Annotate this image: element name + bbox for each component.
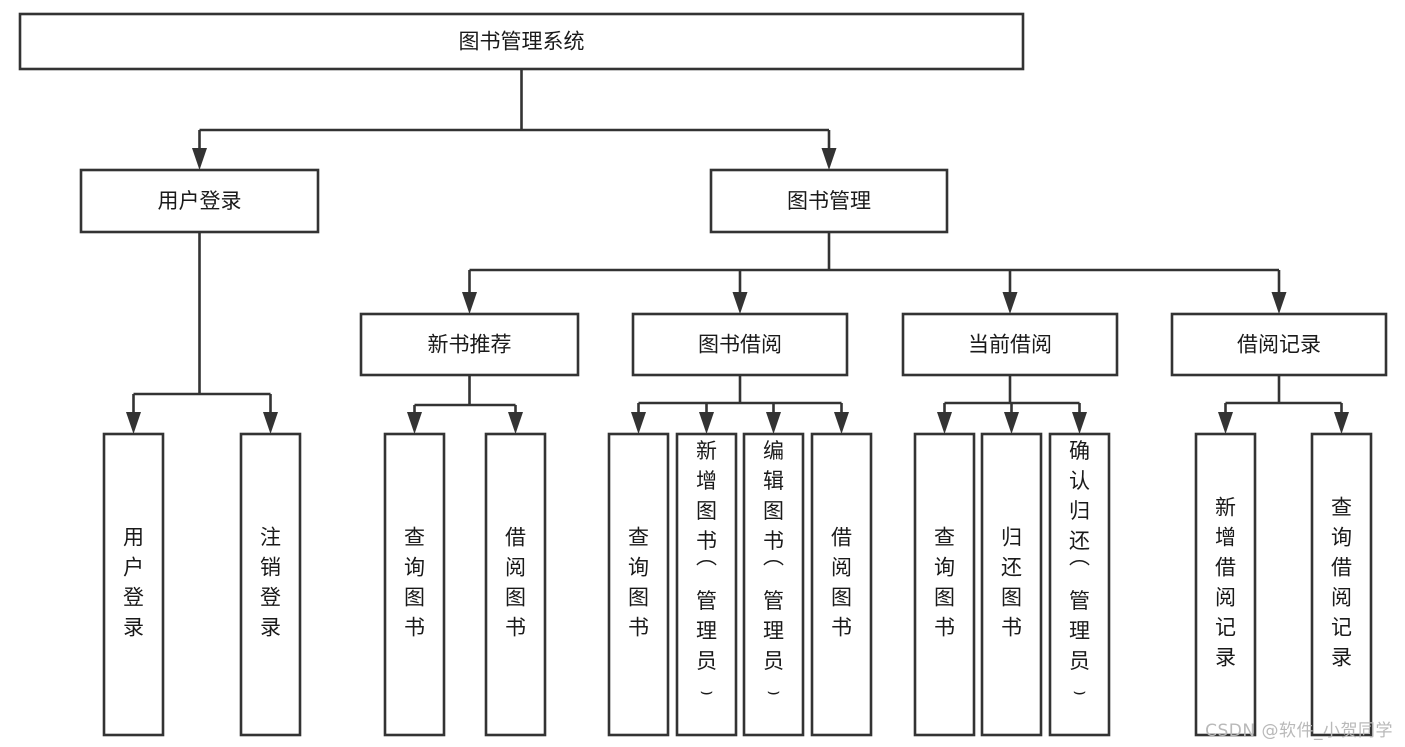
edge-group-bookmgmt bbox=[462, 232, 1287, 314]
edge-group-records bbox=[1218, 375, 1349, 434]
node-label: 查询图书 bbox=[404, 526, 425, 640]
edge-arrowhead bbox=[1334, 412, 1349, 434]
node-box[interactable] bbox=[742, 432, 805, 737]
node-label: 用户登录 bbox=[158, 189, 242, 213]
edge-arrowhead bbox=[937, 412, 952, 434]
node-leaf-current-1[interactable]: 查询图书 bbox=[913, 432, 976, 737]
node-box[interactable] bbox=[810, 432, 873, 737]
node-label: 新书推荐 bbox=[428, 333, 512, 357]
nodes-layer: 图书管理系统用户登录图书管理新书推荐图书借阅当前借阅借阅记录用户登录注销登录查询… bbox=[18, 12, 1388, 737]
node-leaf-current-2[interactable]: 归还图书 bbox=[980, 432, 1043, 737]
node-label: 借阅图书 bbox=[505, 526, 526, 640]
node-box[interactable] bbox=[383, 432, 446, 737]
edge-arrowhead bbox=[263, 412, 278, 434]
node-leaf-login-2[interactable]: 注销登录 bbox=[239, 432, 302, 737]
node-label: 归还图书 bbox=[1001, 526, 1022, 640]
node-box[interactable] bbox=[18, 12, 1025, 71]
node-box[interactable] bbox=[675, 432, 738, 737]
node-current[interactable]: 当前借阅 bbox=[901, 312, 1119, 377]
node-label: 新增图书⌒管理员⌣ bbox=[696, 439, 717, 703]
edge-arrowhead bbox=[1004, 412, 1019, 434]
edge-arrowhead bbox=[192, 148, 207, 170]
node-label: 注销登录 bbox=[260, 526, 281, 640]
node-box[interactable] bbox=[631, 312, 849, 377]
node-label: 图书管理系统 bbox=[459, 30, 585, 54]
node-box[interactable] bbox=[913, 432, 976, 737]
node-label: 确认归还⌒管理员⌣ bbox=[1069, 439, 1090, 703]
edges-layer bbox=[126, 69, 1349, 434]
node-box[interactable] bbox=[709, 168, 949, 234]
edge-group-root bbox=[192, 69, 837, 170]
node-root[interactable]: 图书管理系统 bbox=[18, 12, 1025, 71]
node-label: 图书管理 bbox=[787, 189, 871, 213]
edge-arrowhead bbox=[462, 292, 477, 314]
edge-arrowhead bbox=[1002, 292, 1018, 314]
edge-arrowhead bbox=[1218, 412, 1233, 434]
edge-group-login bbox=[126, 232, 278, 434]
node-label: 查询图书 bbox=[934, 526, 955, 640]
edge-arrowhead bbox=[508, 412, 523, 434]
node-leaf-records-1[interactable]: 新增借阅记录 bbox=[1194, 432, 1257, 737]
edge-arrowhead bbox=[631, 412, 646, 434]
node-bookmgmt[interactable]: 图书管理 bbox=[709, 168, 949, 234]
edge-arrowhead bbox=[699, 412, 714, 434]
node-leaf-current-3[interactable]: 确认归还⌒管理员⌣ bbox=[1048, 432, 1111, 737]
node-newbook[interactable]: 新书推荐 bbox=[359, 312, 580, 377]
node-leaf-login-1[interactable]: 用户登录 bbox=[102, 432, 165, 737]
edge-arrowhead bbox=[834, 412, 849, 434]
node-box[interactable] bbox=[239, 432, 302, 737]
node-label: 查询图书 bbox=[628, 526, 649, 640]
node-label: 用户登录 bbox=[123, 526, 144, 640]
node-leaf-newbook-2[interactable]: 借阅图书 bbox=[484, 432, 547, 737]
edge-arrowhead bbox=[1271, 292, 1287, 314]
node-box[interactable] bbox=[1048, 432, 1111, 737]
node-box[interactable] bbox=[359, 312, 580, 377]
node-label: 当前借阅 bbox=[968, 333, 1052, 357]
node-label: 图书借阅 bbox=[698, 333, 782, 357]
node-box[interactable] bbox=[1194, 432, 1257, 737]
edge-arrowhead bbox=[126, 412, 141, 434]
node-box[interactable] bbox=[607, 432, 670, 737]
node-leaf-borrow-3[interactable]: 编辑图书⌒管理员⌣ bbox=[742, 432, 805, 737]
edge-arrowhead bbox=[732, 292, 748, 314]
node-box[interactable] bbox=[901, 312, 1119, 377]
node-leaf-borrow-2[interactable]: 新增图书⌒管理员⌣ bbox=[675, 432, 738, 737]
node-label: 新增借阅记录 bbox=[1215, 496, 1236, 670]
node-leaf-newbook-1[interactable]: 查询图书 bbox=[383, 432, 446, 737]
node-box[interactable] bbox=[102, 432, 165, 737]
node-leaf-records-2[interactable]: 查询借阅记录 bbox=[1310, 432, 1373, 737]
node-login[interactable]: 用户登录 bbox=[79, 168, 320, 234]
node-label: 借阅图书 bbox=[831, 526, 852, 640]
node-label: 查询借阅记录 bbox=[1331, 496, 1352, 670]
edge-arrowhead bbox=[407, 412, 422, 434]
node-box[interactable] bbox=[1170, 312, 1388, 377]
node-leaf-borrow-4[interactable]: 借阅图书 bbox=[810, 432, 873, 737]
edge-group-current bbox=[937, 375, 1087, 434]
edge-group-borrow bbox=[631, 375, 849, 434]
edge-arrowhead bbox=[1072, 412, 1087, 434]
node-box[interactable] bbox=[484, 432, 547, 737]
node-box[interactable] bbox=[1310, 432, 1373, 737]
node-records[interactable]: 借阅记录 bbox=[1170, 312, 1388, 377]
node-box[interactable] bbox=[79, 168, 320, 234]
node-leaf-borrow-1[interactable]: 查询图书 bbox=[607, 432, 670, 737]
node-label: 借阅记录 bbox=[1237, 333, 1321, 357]
node-label: 编辑图书⌒管理员⌣ bbox=[763, 439, 784, 703]
edge-group-newbook bbox=[407, 375, 523, 434]
edge-arrowhead bbox=[821, 148, 837, 170]
csdn-watermark: CSDN @软件_小贺同学 bbox=[1205, 721, 1393, 741]
node-borrow[interactable]: 图书借阅 bbox=[631, 312, 849, 377]
node-box[interactable] bbox=[980, 432, 1043, 737]
edge-arrowhead bbox=[766, 412, 781, 434]
